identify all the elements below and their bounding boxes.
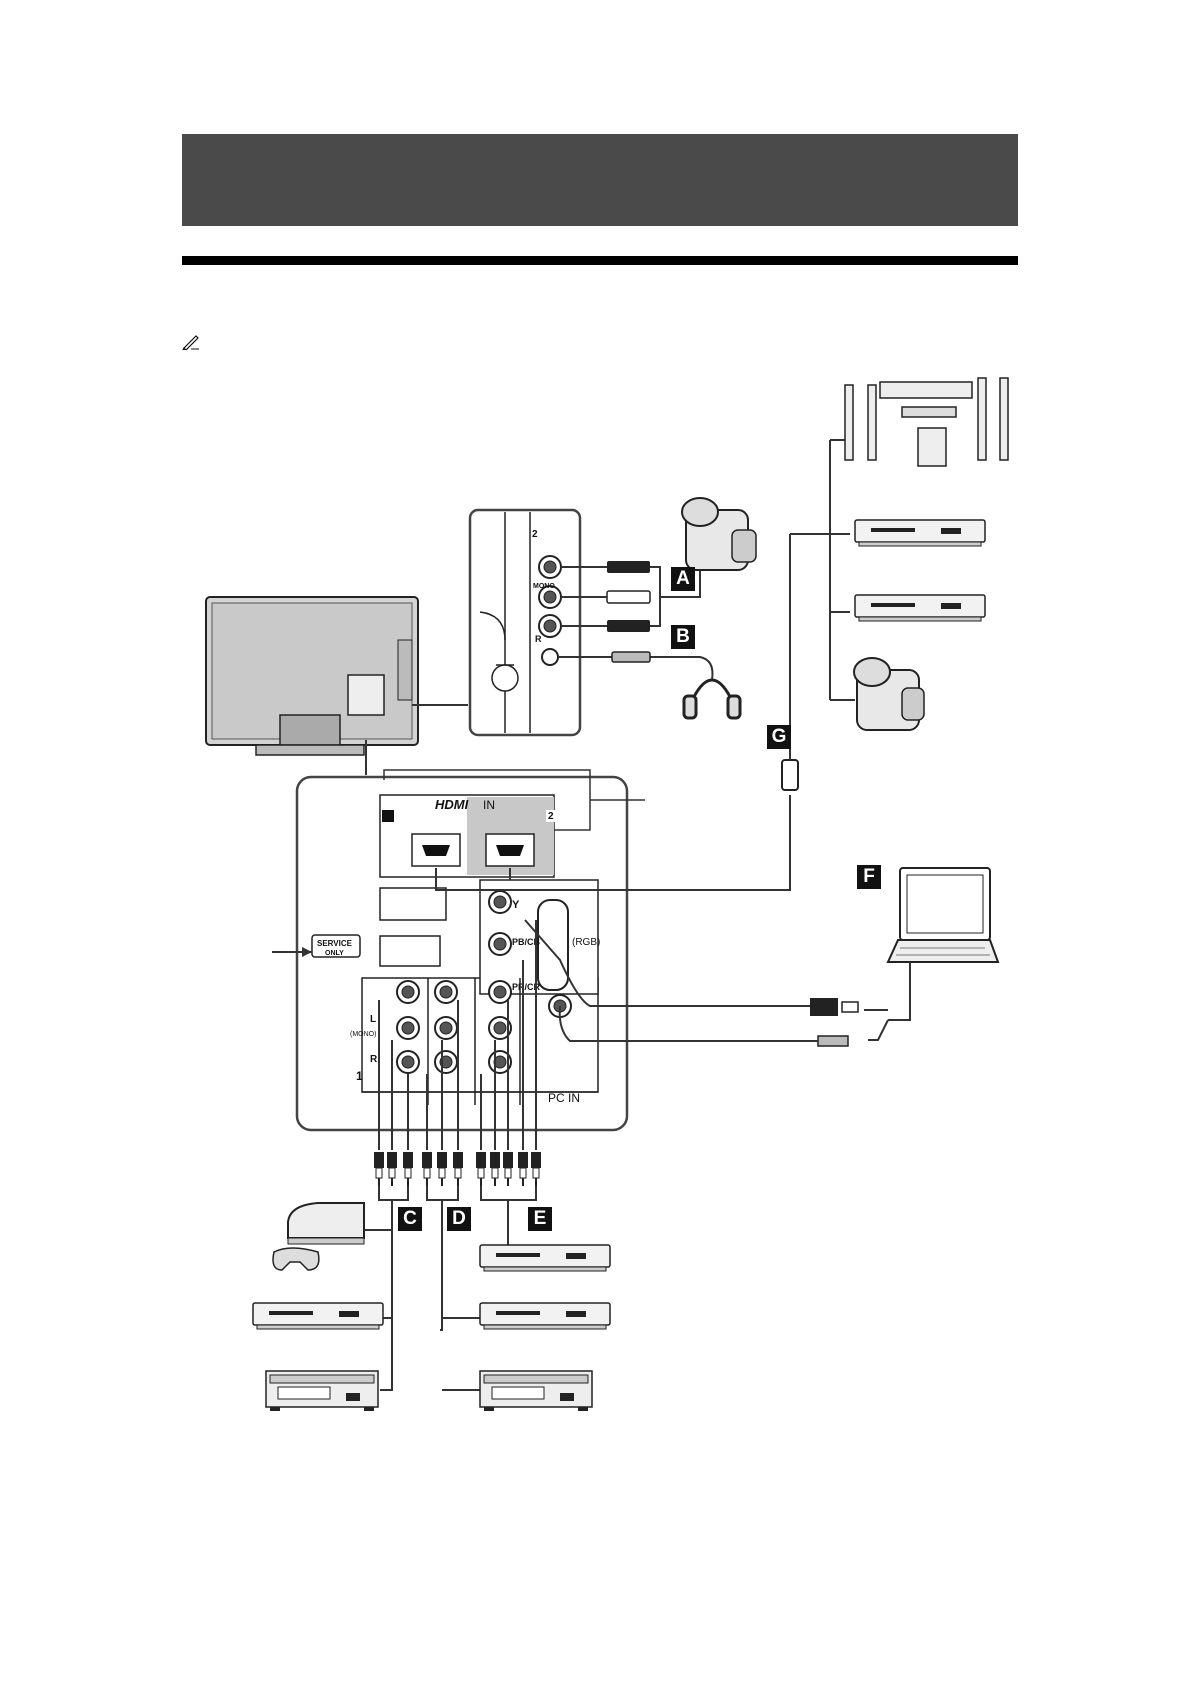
svg-text:R: R: [535, 634, 542, 644]
game-console: [272, 1202, 365, 1271]
svg-text:2: 2: [548, 811, 554, 822]
tv-rear-view: [205, 596, 419, 756]
dvd-recorder-bottom-left: [252, 1302, 384, 1330]
camcorder-right: [853, 657, 925, 731]
svg-text:HDMI: HDMI: [435, 797, 469, 812]
svg-text:SERVICE: SERVICE: [317, 939, 353, 948]
header-rule: [182, 256, 1018, 265]
svg-text:IN: IN: [483, 798, 495, 812]
svg-text:PB/CB: PB/CB: [512, 937, 541, 947]
vcr-bottom-left: [265, 1370, 379, 1412]
label-e: E: [528, 1207, 552, 1231]
label-f: F: [857, 865, 881, 889]
svg-text:1: 1: [356, 1069, 363, 1083]
label-d: D: [447, 1207, 471, 1231]
dvd-recorder-bottom-right: [479, 1302, 611, 1330]
label-g: G: [767, 725, 791, 749]
dvd-recorder-right-1: [854, 519, 986, 547]
label-a: A: [671, 567, 695, 591]
laptop-pc: [886, 867, 1000, 963]
label-b: B: [671, 625, 695, 649]
dvd-player-e: [479, 1244, 611, 1272]
headphones: [682, 678, 742, 720]
side-input-panel: 2 MONO R: [468, 508, 582, 737]
label-c: C: [398, 1207, 422, 1231]
svg-text:PR/CR: PR/CR: [512, 982, 541, 992]
svg-text:(MONO): (MONO): [350, 1031, 376, 1038]
svg-text:R: R: [370, 1054, 378, 1065]
svg-text:2: 2: [532, 529, 538, 540]
section-header-band: [182, 134, 1018, 226]
dvd-recorder-right-2: [854, 594, 986, 622]
home-theater-system: [844, 377, 1009, 467]
svg-text:ONLY: ONLY: [325, 950, 344, 957]
note-pencil-icon: [182, 335, 199, 350]
svg-text:Y: Y: [512, 899, 520, 911]
svg-text:(RGB): (RGB): [572, 937, 600, 948]
vcr-bottom-right: [479, 1370, 593, 1412]
svg-text:L: L: [370, 1014, 376, 1025]
svg-text:PC IN: PC IN: [548, 1091, 580, 1105]
svg-text:MONO: MONO: [533, 583, 555, 590]
svg-text:1: 1: [382, 811, 388, 822]
camcorder-side: [681, 497, 757, 571]
